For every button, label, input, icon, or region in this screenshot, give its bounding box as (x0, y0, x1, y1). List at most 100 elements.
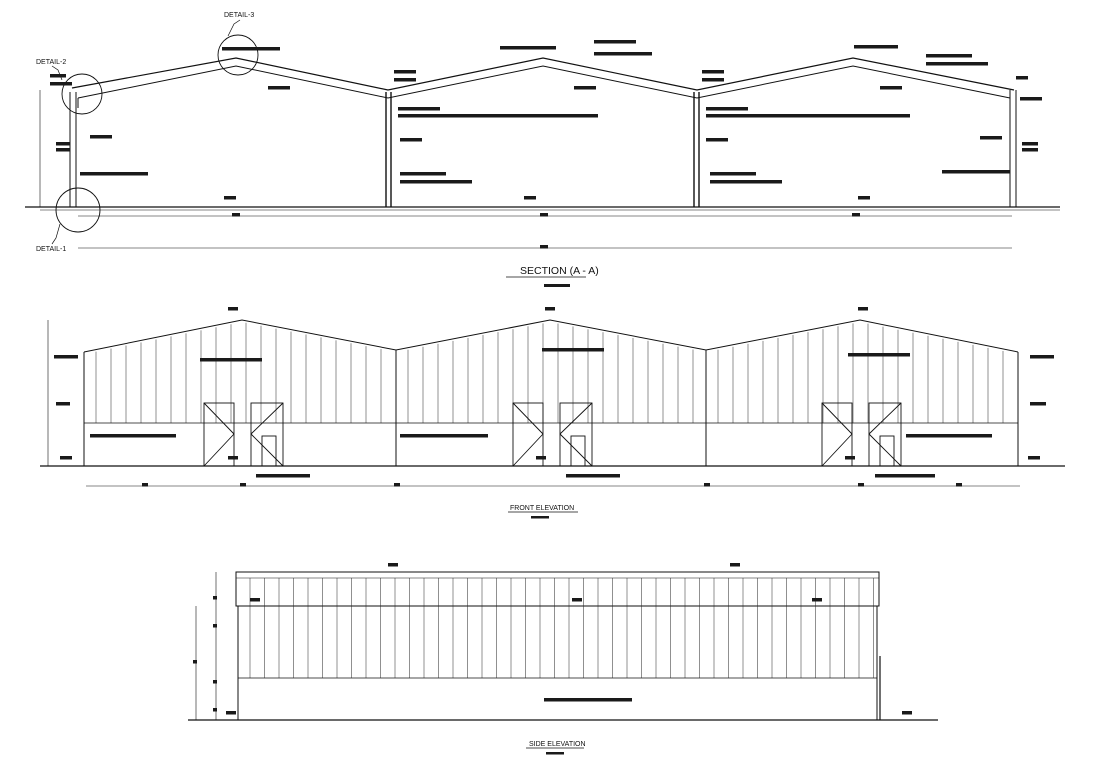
annotation-note (730, 563, 740, 567)
annotation-note (213, 624, 217, 628)
annotation-note (394, 70, 416, 74)
door-leaf (868, 402, 902, 467)
section-title: SECTION (A - A) (520, 265, 599, 277)
annotation-note (704, 483, 710, 487)
annotation-note (398, 114, 598, 118)
annotation-note (858, 483, 864, 487)
annotation-note (80, 172, 148, 176)
annotation-note (542, 348, 604, 352)
front-doors (203, 402, 902, 467)
annotation-note (1030, 355, 1054, 359)
annotation-note (706, 138, 728, 142)
annotation-note (706, 114, 910, 118)
annotation-note (880, 86, 902, 90)
annotation-note (854, 45, 898, 49)
annotation-note (858, 307, 868, 311)
annotation-note (845, 456, 855, 460)
annotation-note (702, 78, 724, 82)
annotation-note (706, 107, 748, 111)
annotation-note (1028, 456, 1040, 460)
annotation-note (400, 172, 446, 176)
personnel-door (879, 435, 895, 467)
door-swing-line (512, 402, 544, 435)
annotation-note (400, 138, 422, 142)
annotation-note (545, 307, 555, 311)
door-swing-line (559, 402, 593, 435)
front-annotation-blocks (54, 307, 1054, 487)
annotation-note (812, 598, 822, 602)
annotation-note (56, 142, 70, 146)
annotation-note (1022, 148, 1038, 152)
annotation-note (256, 474, 310, 478)
annotation-note (536, 456, 546, 460)
annotation-note (544, 698, 632, 702)
side-annotation-blocks (193, 563, 912, 715)
side-elevation-title: SIDE ELEVATION (529, 741, 586, 748)
annotation-note (926, 54, 972, 58)
annotation-note (710, 172, 756, 176)
personnel-door (570, 435, 586, 467)
side-cladding-lines (249, 578, 874, 678)
annotation-note (848, 353, 910, 357)
annotation-note (240, 483, 246, 487)
annotation-note (858, 196, 870, 200)
annotation-note (90, 434, 176, 438)
annotation-note (852, 213, 860, 217)
door-swing-line (868, 433, 902, 467)
annotation-note (226, 711, 236, 715)
annotation-note (394, 483, 400, 487)
annotation-note (566, 474, 620, 478)
annotation-note (224, 196, 236, 200)
annotation-note (394, 78, 416, 82)
annotation-note (54, 355, 78, 359)
annotation-note (540, 245, 548, 249)
annotation-note (232, 213, 240, 217)
annotation-note (702, 70, 724, 74)
door-leaf (559, 402, 593, 467)
annotation-note (875, 474, 935, 478)
annotation-note (388, 563, 398, 567)
annotation-note (926, 62, 988, 66)
annotation-note (906, 434, 992, 438)
annotation-note (400, 434, 488, 438)
annotation-note (90, 135, 112, 139)
front-elevation-title: FRONT ELEVATION (510, 505, 574, 512)
annotation-note (50, 74, 66, 78)
annotation-note (56, 402, 70, 406)
annotation-note (902, 711, 912, 715)
annotation-note (268, 86, 290, 90)
annotation-note (213, 708, 217, 712)
annotation-note (574, 86, 596, 90)
side-elevation-drawing (188, 571, 938, 721)
annotation-note (60, 456, 72, 460)
annotation-note (594, 52, 652, 56)
annotation-note (524, 196, 536, 200)
annotation-note (956, 483, 962, 487)
annotation-note (594, 40, 636, 44)
door-swing-line (203, 433, 235, 467)
section-annotation-blocks (50, 40, 1042, 249)
door-swing-line (821, 402, 853, 435)
annotation-note (142, 483, 148, 487)
annotation-note (398, 107, 440, 111)
annotation-note (500, 46, 556, 50)
annotation-note (250, 598, 260, 602)
annotation-note (50, 82, 72, 86)
annotation-note (1022, 142, 1038, 146)
door-swing-line (203, 402, 235, 435)
annotation-note (56, 148, 70, 152)
door-swing-line (868, 402, 902, 435)
annotation-note (942, 170, 1010, 174)
annotation-note (980, 136, 1002, 140)
detail-1-label: DETAIL-1 (36, 246, 66, 253)
annotation-note (213, 596, 217, 600)
detail-2-label: DETAIL-2 (36, 59, 66, 66)
personnel-door (261, 435, 277, 467)
annotation-note (1020, 97, 1042, 101)
annotation-note (710, 180, 782, 184)
annotation-note (540, 213, 548, 217)
annotation-note (193, 660, 197, 664)
annotation-note (228, 456, 238, 460)
front-cladding-lines (95, 322, 1004, 423)
